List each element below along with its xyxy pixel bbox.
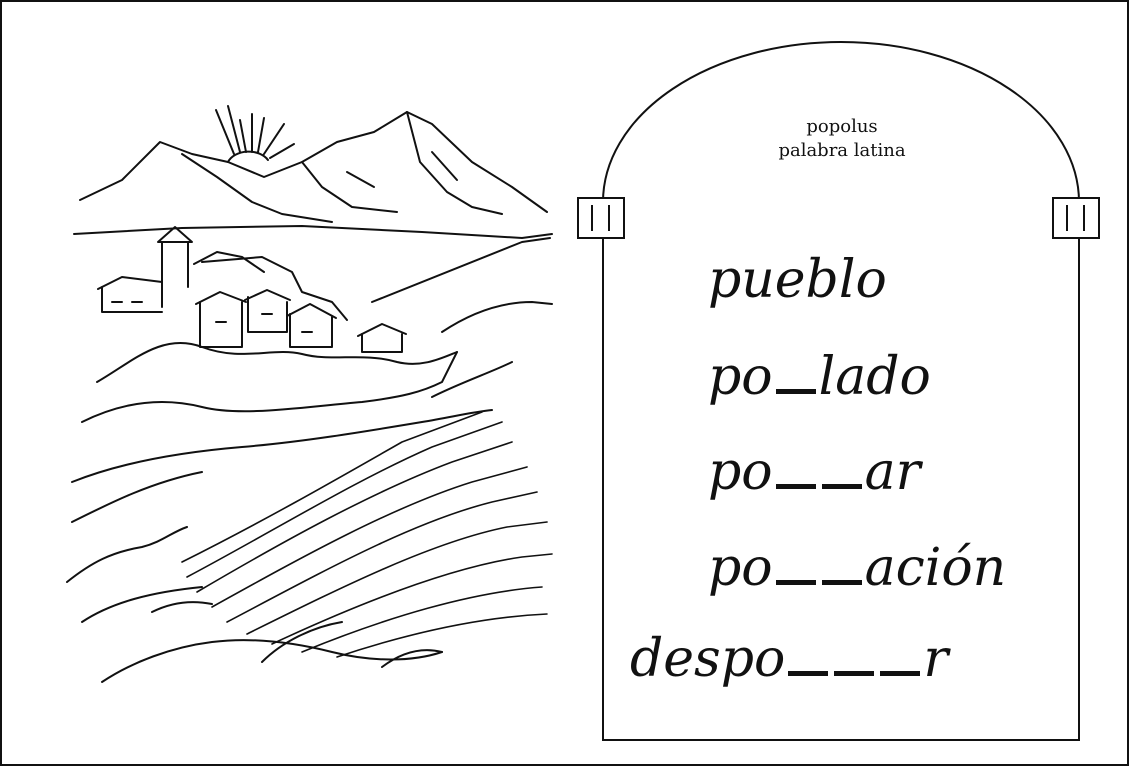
latin-origin-label: popolus palabra latina [702,115,982,163]
word-3-prefix: po [708,442,773,502]
word-2-prefix: po [708,347,773,407]
mountains-drawing [73,111,553,239]
word-1-prefix: pueblo [708,250,887,310]
word-4-suffix: ación [864,538,1007,598]
latin-word: popolus [806,116,878,137]
blank-line[interactable] [775,389,816,394]
word-3-suffix: ar [864,442,921,502]
blank-line[interactable] [880,671,921,676]
village-drawing [97,226,407,353]
sun-icon [215,105,295,163]
word-1: pueblo [708,250,887,310]
right-hinge-icon [1052,197,1100,239]
blank-line[interactable] [775,580,816,585]
word-3: po ar [708,442,920,502]
field-rows-drawing [181,411,553,658]
word-5-suffix: r [923,629,949,689]
word-2-suffix: lado [818,347,931,407]
word-5: despo r [630,629,948,689]
blank-line[interactable] [834,671,875,676]
blank-line[interactable] [788,671,829,676]
blank-line[interactable] [821,580,862,585]
word-4: po ación [708,538,1006,598]
blank-line[interactable] [775,484,816,489]
word-4-prefix: po [708,538,773,598]
word-5-prefix: despo [630,629,786,689]
latin-word-note: palabra latina [778,140,906,161]
hills-drawing [66,237,553,683]
left-hinge-icon [577,197,625,239]
blank-line[interactable] [821,484,862,489]
